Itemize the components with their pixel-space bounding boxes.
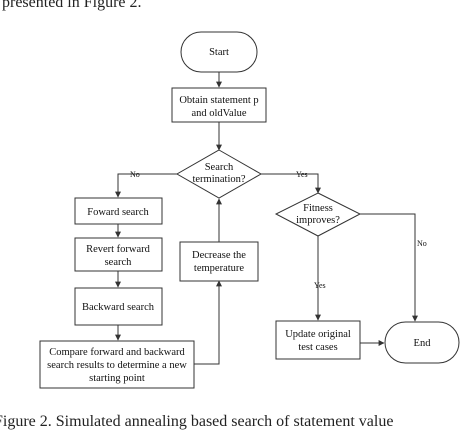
revert-forward-node <box>74 237 163 272</box>
edge-search-yes <box>261 173 321 194</box>
backward-search-label: Backward search <box>82 302 155 313</box>
end-label: End <box>414 338 432 349</box>
decrease-temperature-node <box>179 241 259 282</box>
edge-compare-decrease <box>194 280 222 365</box>
edge-label-fitness-yes: Yes <box>314 281 326 290</box>
decrease-label-line2: temperature <box>194 263 244 274</box>
edge-label-fitness-no: No <box>417 239 427 248</box>
update-label-line2: test cases <box>298 342 337 353</box>
edge-label-search-no: No <box>130 170 140 179</box>
compare-label-line1: Compare forward and backward <box>49 347 185 358</box>
compare-label-line2: search results to determine a new <box>47 360 187 371</box>
forward-search-node <box>74 197 163 225</box>
backward-search-node <box>74 287 163 326</box>
decrease-label-line1: Decrease the <box>192 250 246 261</box>
search-label-line2: termination? <box>192 174 245 185</box>
update-test-cases-node <box>275 320 361 360</box>
search-termination-decision <box>175 149 263 199</box>
start-label: Start <box>209 47 229 58</box>
obtain-label-line2: and oldValue <box>191 108 246 119</box>
edge-fitness-no <box>360 213 418 322</box>
caption-top: presented in Figure 2. <box>2 0 142 11</box>
fitness-label-line2: improves? <box>296 215 340 226</box>
compare-label-line3: starting point <box>89 373 145 384</box>
forward-search-label: Foward search <box>87 207 149 218</box>
caption-bottom: Figure 2. Simulated annealing based sear… <box>0 413 394 430</box>
edge-label-search-yes: Yes <box>296 170 308 179</box>
obtain-statement-node <box>171 87 267 123</box>
revert-label-line2: search <box>105 257 133 268</box>
revert-label-line1: Revert forward <box>86 244 151 255</box>
edge-search-no <box>115 173 177 198</box>
end-node <box>384 321 460 364</box>
fitness-label-line1: Fitness <box>303 203 333 214</box>
edges <box>115 72 418 365</box>
compare-results-node <box>39 340 195 389</box>
obtain-label-line1: Obtain statement p <box>179 95 258 106</box>
search-label-line1: Search <box>205 162 234 173</box>
update-label-line1: Update original <box>285 329 351 340</box>
start-node <box>180 31 258 73</box>
fitness-improves-decision <box>274 192 362 237</box>
